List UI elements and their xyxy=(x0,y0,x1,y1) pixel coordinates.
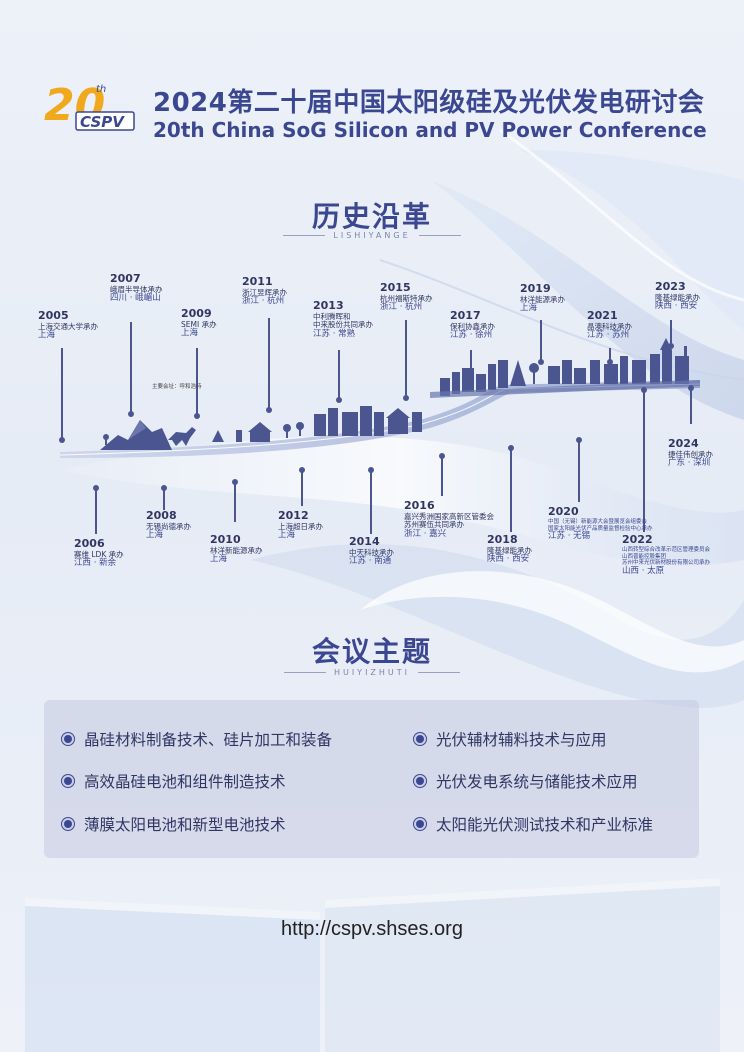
history-note: 主要会址：呼和浩特 xyxy=(152,384,202,390)
theme-item: 晶硅材料制备技术、硅片加工和装备 xyxy=(64,728,332,750)
stem-2008 xyxy=(161,485,167,510)
stem-2017 xyxy=(468,350,474,375)
themes-subtitle: HUIYIZHUTI xyxy=(0,668,744,677)
timeline-graphic xyxy=(59,338,701,458)
bullet-icon xyxy=(64,819,72,828)
stem-2009 xyxy=(194,348,200,419)
stem-2005 xyxy=(59,348,65,443)
stem-2006 xyxy=(93,485,99,534)
bullet-icon xyxy=(416,734,424,743)
stem-2015 xyxy=(403,320,409,401)
stem-2011 xyxy=(266,318,272,413)
stem-2021 xyxy=(607,348,613,365)
stem-2022 xyxy=(641,387,647,532)
theme-item: 薄膜太阳电池和新型电池技术 xyxy=(64,813,286,835)
svg-text:CSPV: CSPV xyxy=(80,113,125,131)
bullet-icon xyxy=(416,819,424,828)
history-subtitle: LISHIYANGE xyxy=(0,231,744,240)
stem-2023 xyxy=(668,320,674,349)
themes-panel: 晶硅材料制备技术、硅片加工和装备 光伏辅材辅料技术与应用 高效晶硅电池和组件制造… xyxy=(44,700,699,858)
website-link[interactable]: http://cspv.shses.org xyxy=(281,918,463,940)
stem-2018 xyxy=(508,445,514,532)
theme-item: 太阳能光伏测试技术和产业标准 xyxy=(416,813,653,835)
theme-item: 光伏辅材辅料技术与应用 xyxy=(416,728,607,750)
stem-2010 xyxy=(232,479,238,522)
theme-item: 光伏发电系统与储能技术应用 xyxy=(416,770,638,792)
stem-2020 xyxy=(576,437,582,502)
cspv-logo: 20 th CSPV xyxy=(44,80,135,131)
stem-2019 xyxy=(538,320,544,365)
header: 20 th CSPV 2024第二十届中国太阳级硅及光伏发电研讨会 20th C… xyxy=(40,78,720,148)
bullet-icon xyxy=(416,776,424,785)
title-cn: 2024第二十届中国太阳级硅及光伏发电研讨会 xyxy=(153,88,705,118)
glass-decoration xyxy=(25,878,720,1052)
stem-2007 xyxy=(128,322,134,417)
title-en: 20th China SoG Silicon and PV Power Conf… xyxy=(153,118,707,142)
themes-title: 会议主题 xyxy=(311,635,432,668)
theme-item: 高效晶硅电池和组件制造技术 xyxy=(64,770,286,792)
stem-2013 xyxy=(336,350,342,403)
stem-2024 xyxy=(688,385,694,424)
stem-2012 xyxy=(299,467,305,506)
stem-2014 xyxy=(368,467,374,534)
history-title: 历史沿革 xyxy=(311,200,432,233)
stem-2016 xyxy=(439,453,445,496)
bullet-icon xyxy=(64,734,72,743)
svg-text:th: th xyxy=(96,84,106,95)
bullet-icon xyxy=(64,776,72,785)
